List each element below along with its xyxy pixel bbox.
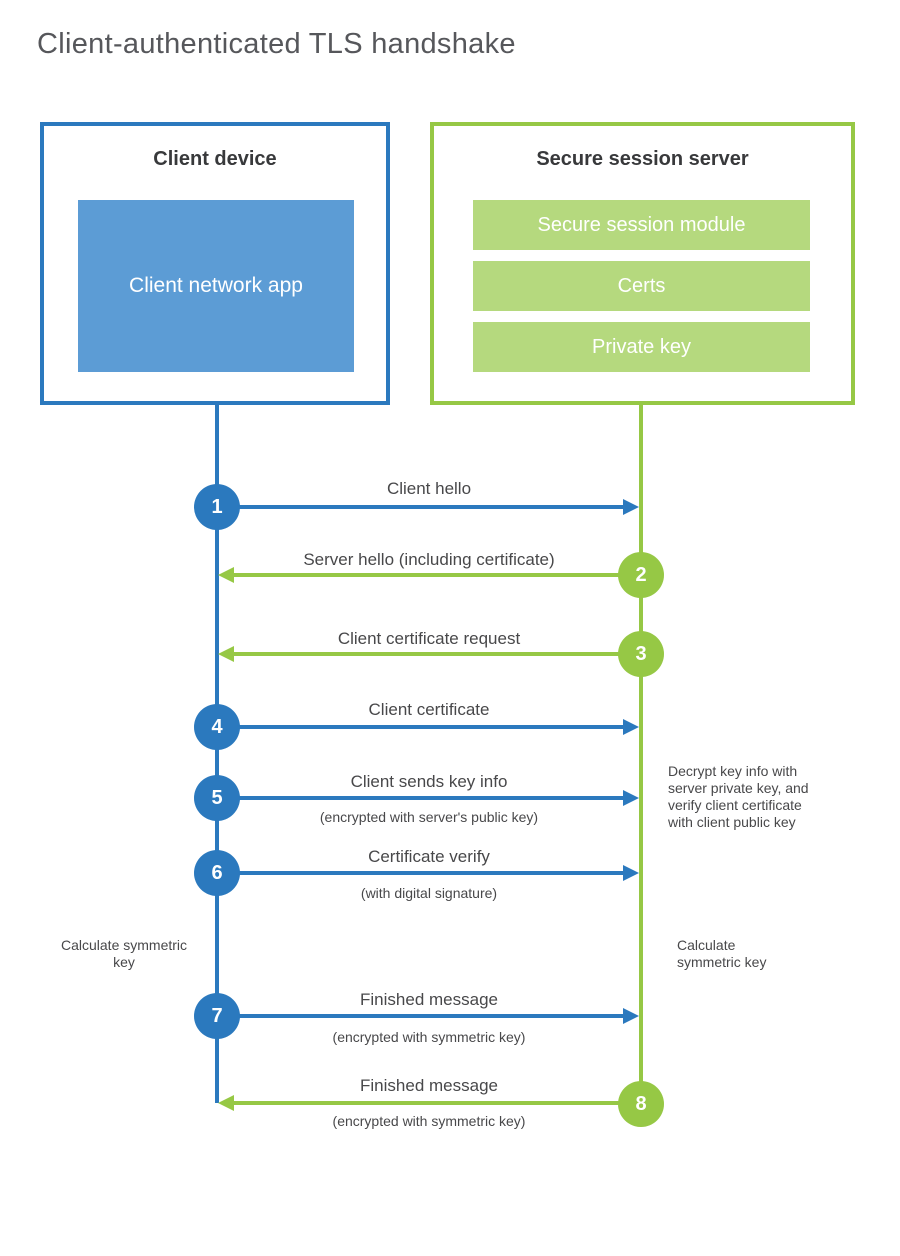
step-2-arrowhead-icon <box>218 567 234 583</box>
step-8-sublabel: (encrypted with symmetric key) <box>332 1113 526 1129</box>
step-6-label: Certificate verify <box>368 847 490 866</box>
step-2-arrow <box>234 573 641 577</box>
step-3-arrow <box>234 652 641 656</box>
step-4-label: Client certificate <box>368 700 490 719</box>
step-5-circle: 5 <box>194 775 240 821</box>
step-1-arrowhead-icon <box>623 499 639 515</box>
client-network-app-label: Client network app <box>129 274 303 297</box>
server-title: Secure session server <box>536 148 749 170</box>
page-title: Client-authenticated TLS handshake <box>37 28 516 60</box>
server-calculate-key-note: Calculate symmetric key <box>677 937 767 970</box>
step-4-arrow <box>217 725 624 729</box>
step-7-sublabel: (encrypted with symmetric key) <box>332 1029 526 1045</box>
server-decrypt-note: Decrypt key info with server private key… <box>668 763 809 830</box>
step-1-arrow <box>217 505 624 509</box>
step-8-label: Finished message <box>360 1076 498 1095</box>
step-7-circle: 7 <box>194 993 240 1039</box>
client-calculate-key-note: Calculate symmetric key <box>60 937 188 970</box>
step-3-arrowhead-icon <box>218 646 234 662</box>
step-7-arrowhead-icon <box>623 1008 639 1024</box>
step-6-arrow <box>217 871 624 875</box>
client-lifeline <box>215 403 219 1103</box>
step-4-arrowhead-icon <box>623 719 639 735</box>
client-device-title: Client device <box>153 148 277 170</box>
step-5-arrowhead-icon <box>623 790 639 806</box>
step-2-circle: 2 <box>618 552 664 598</box>
step-5-label: Client sends key info <box>350 772 508 791</box>
step-5-arrow <box>217 796 624 800</box>
step-6-sublabel: (with digital signature) <box>360 885 498 901</box>
step-6-arrowhead-icon <box>623 865 639 881</box>
server-module-private-key: Private key <box>473 322 810 372</box>
step-6-circle: 6 <box>194 850 240 896</box>
server-lifeline <box>639 403 643 1105</box>
step-4-circle: 4 <box>194 704 240 750</box>
step-8-arrowhead-icon <box>218 1095 234 1111</box>
step-3-label: Client certificate request <box>337 629 521 648</box>
step-7-label: Finished message <box>360 990 498 1009</box>
server-module-certs: Certs <box>473 261 810 311</box>
step-3-circle: 3 <box>618 631 664 677</box>
step-7-arrow <box>217 1014 624 1018</box>
step-5-sublabel: (encrypted with server's public key) <box>319 809 539 825</box>
step-8-arrow <box>234 1101 641 1105</box>
server-module-secure-session: Secure session module <box>473 200 810 250</box>
step-1-circle: 1 <box>194 484 240 530</box>
step-8-circle: 8 <box>618 1081 664 1127</box>
step-2-label: Server hello (including certificate) <box>303 550 555 569</box>
step-1-label: Client hello <box>386 479 472 498</box>
client-network-app-box: Client network app <box>78 200 354 372</box>
